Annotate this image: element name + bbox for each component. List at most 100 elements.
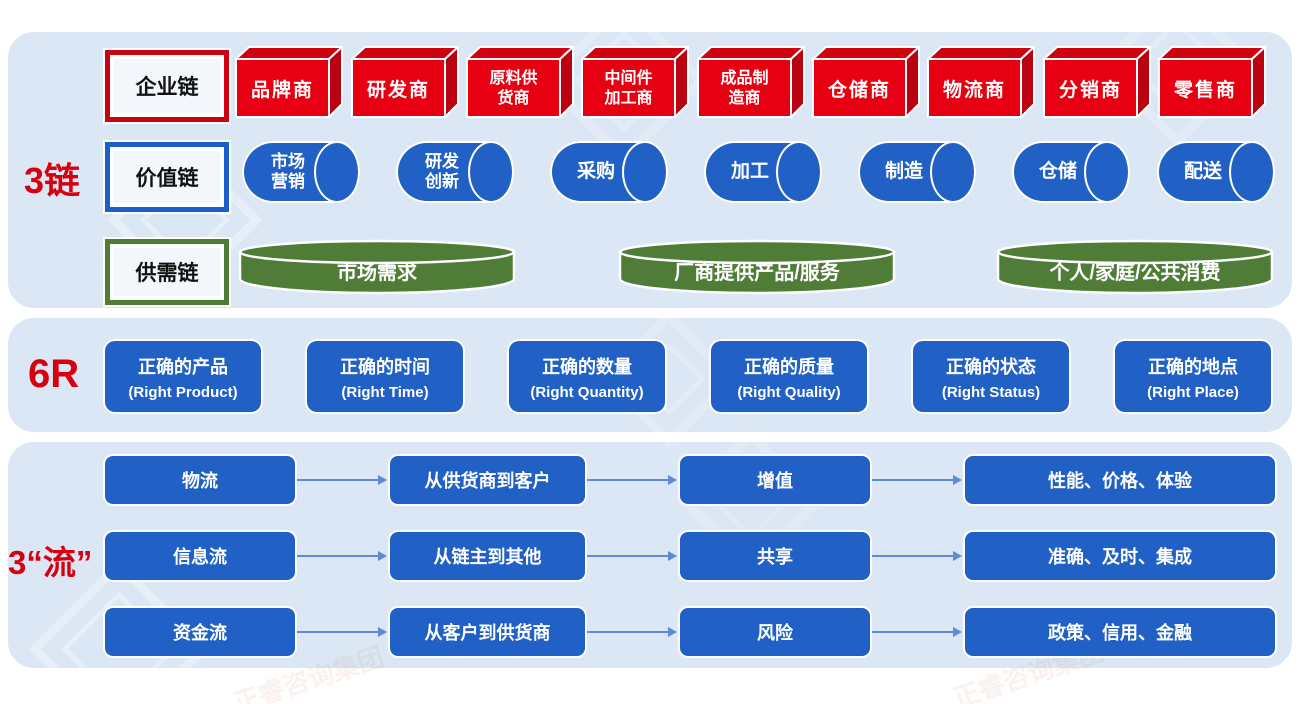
six-r-box: 正确的数量 (Right Quantity) (509, 341, 665, 412)
disk-shape (238, 239, 516, 295)
flow-box: 风险 (680, 608, 870, 656)
label-value-chain: 价值链 (105, 142, 229, 212)
enterprise-box: 品牌商 (235, 46, 343, 118)
value-cylinder-label: 研发 创新 (425, 151, 459, 191)
flow-arrow (587, 627, 677, 637)
supply-demand-disk: 厂商提供产品/服务 (618, 239, 896, 295)
six-r-en: (Right Place) (1147, 383, 1239, 401)
value-cylinder-label: 采购 (576, 160, 615, 182)
enterprise-box-label: 物流商 (942, 80, 1006, 101)
value-cylinder-label: 市场 营销 (271, 151, 305, 191)
box-3d-shape (1158, 46, 1266, 118)
enterprise-box-label: 品牌商 (250, 80, 314, 101)
value-cylinder-label: 配送 (1183, 160, 1222, 182)
enterprise-box: 原料供 货商 (466, 46, 574, 118)
value-cylinder-label: 加工 (730, 160, 769, 182)
box-3d-shape (466, 46, 574, 118)
flow-arrow (297, 475, 387, 485)
flow-box: 资金流 (105, 608, 295, 656)
supply-demand-disk: 个人/家庭/公共消费 (996, 239, 1274, 295)
value-cylinder-label: 制造 (884, 160, 923, 182)
flow-arrow (872, 627, 962, 637)
supply-demand-label: 个人/家庭/公共消费 (1049, 262, 1221, 284)
value-cylinder: 仓储 (1012, 141, 1130, 203)
enterprise-box-label: 原料供 货商 (489, 70, 538, 107)
flow-box: 从客户到供货商 (390, 608, 585, 656)
box-3d-shape (235, 46, 343, 118)
six-r-zh: 正确的状态 (946, 356, 1036, 377)
six-r-zh: 正确的地点 (1148, 356, 1238, 377)
flow-box: 信息流 (105, 532, 295, 580)
flow-box: 性能、价格、体验 (965, 456, 1275, 504)
six-r-en: (Right Status) (941, 383, 1041, 401)
enterprise-box-label: 仓储商 (827, 80, 891, 101)
enterprise-box: 成品制 造商 (697, 46, 805, 118)
value-cylinder: 采购 (550, 141, 668, 203)
badge-three-chains: 3链 (24, 160, 81, 201)
six-r-zh: 正确的质量 (744, 356, 834, 377)
enterprise-box-label: 分销商 (1058, 80, 1122, 101)
cylinder-cap (314, 141, 360, 203)
cylinder-cap (1229, 141, 1275, 203)
flow-box: 增值 (680, 456, 870, 504)
cylinder-cap (622, 141, 668, 203)
supply-demand-label: 厂商提供产品/服务 (674, 262, 840, 284)
six-r-en: (Right Time) (341, 383, 429, 401)
flow-box: 从供货商到客户 (390, 456, 585, 504)
box-3d-shape (697, 46, 805, 118)
disk-shape (996, 239, 1274, 295)
badge-three-flows: 3“流” (8, 544, 93, 581)
box-3d-shape (581, 46, 689, 118)
six-r-en: (Right Product) (128, 383, 238, 401)
value-cylinder: 配送 (1157, 141, 1275, 203)
six-r-box: 正确的质量 (Right Quality) (711, 341, 867, 412)
six-r-zh: 正确的数量 (542, 356, 632, 377)
enterprise-box-label: 中间件 加工商 (604, 70, 653, 107)
box-3d-shape (812, 46, 920, 118)
flow-box: 共享 (680, 532, 870, 580)
enterprise-box: 分销商 (1043, 46, 1151, 118)
value-cylinder: 市场 营销 (242, 141, 360, 203)
disk-shape (618, 239, 896, 295)
enterprise-box-label: 研发商 (366, 80, 430, 101)
enterprise-box: 仓储商 (812, 46, 920, 118)
flow-arrow (297, 551, 387, 561)
value-cylinder-label: 仓储 (1038, 160, 1077, 182)
six-r-zh: 正确的时间 (340, 356, 430, 377)
flow-arrow (587, 475, 677, 485)
enterprise-box-label: 零售商 (1173, 80, 1237, 101)
six-r-en: (Right Quality) (737, 383, 841, 401)
enterprise-box: 中间件 加工商 (581, 46, 689, 118)
box-3d-shape (351, 46, 459, 118)
six-r-box: 正确的时间 (Right Time) (307, 341, 463, 412)
cylinder-cap (930, 141, 976, 203)
flow-box: 政策、信用、金融 (965, 608, 1275, 656)
flow-arrow (587, 551, 677, 561)
supply-demand-label: 市场需求 (337, 262, 417, 284)
enterprise-box: 研发商 (351, 46, 459, 118)
value-cylinder: 制造 (858, 141, 976, 203)
cylinder-cap (1084, 141, 1130, 203)
six-r-box: 正确的产品 (Right Product) (105, 341, 261, 412)
six-r-box: 正确的地点 (Right Place) (1115, 341, 1271, 412)
enterprise-box-label: 成品制 造商 (720, 70, 769, 107)
six-r-zh: 正确的产品 (138, 356, 228, 377)
value-cylinder: 加工 (704, 141, 822, 203)
badge-six-r: 6R (28, 352, 80, 396)
flow-box: 从链主到其他 (390, 532, 585, 580)
supply-demand-disk: 市场需求 (238, 239, 516, 295)
flow-arrow (872, 475, 962, 485)
label-enterprise-chain: 企业链 (105, 50, 229, 122)
flow-arrow (872, 551, 962, 561)
six-r-en: (Right Quantity) (530, 383, 644, 401)
flow-box: 准确、及时、集成 (965, 532, 1275, 580)
label-supply-demand-chain: 供需链 (105, 239, 229, 305)
flow-box: 物流 (105, 456, 295, 504)
six-r-box: 正确的状态 (Right Status) (913, 341, 1069, 412)
box-3d-shape (927, 46, 1035, 118)
box-3d-shape (1043, 46, 1151, 118)
cylinder-cap (468, 141, 514, 203)
enterprise-box: 物流商 (927, 46, 1035, 118)
cylinder-cap (776, 141, 822, 203)
